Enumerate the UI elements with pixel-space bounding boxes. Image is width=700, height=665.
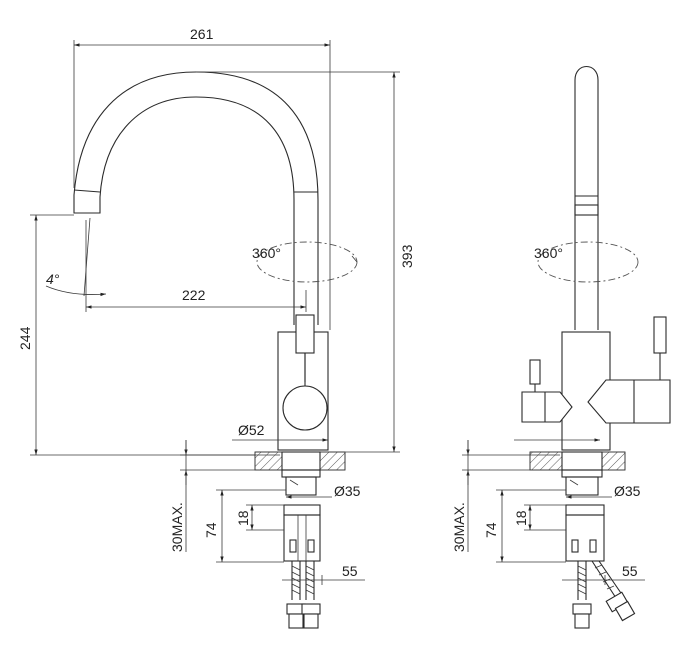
faucet-body (277, 314, 329, 451)
side-dim-hose-spacing: 55 (622, 563, 638, 579)
dim-height-total: 393 (399, 244, 415, 268)
side-body (521, 316, 671, 451)
side-dim-thread-length: 18 (513, 510, 529, 526)
dim-hose-spacing: 55 (342, 563, 358, 579)
dim-base-diameter: Ø52 (238, 422, 265, 438)
side-dim-thread-diameter: Ø35 (614, 483, 641, 499)
side-countertop (529, 451, 626, 471)
dim-reach: 222 (182, 287, 206, 303)
front-dimensions (30, 40, 400, 585)
side-rotation-ellipse (537, 241, 639, 283)
shank (281, 469, 321, 562)
side-dim-rotation: 360° (534, 245, 563, 261)
dim-width-top: 261 (190, 26, 214, 42)
dim-height-spout: 244 (17, 326, 33, 350)
dim-counter-max: 30MAX. (169, 502, 185, 552)
dim-rotation: 360° (252, 245, 281, 261)
hoses (286, 561, 321, 629)
front-view: 261 393 244 222 4° 360° Ø52 Ø35 30MAX. 7… (17, 26, 415, 629)
side-view: 360° Ø35 30MAX. 74 18 55 (451, 65, 671, 629)
dim-thread-length: 18 (235, 510, 251, 526)
side-shank (561, 469, 605, 562)
side-dimensions (462, 438, 645, 585)
dim-angle: 4° (46, 271, 60, 287)
dim-thread-diameter: Ø35 (334, 483, 361, 499)
side-hoses (572, 560, 636, 629)
side-dim-counter-max: 30MAX. (451, 502, 467, 552)
rotation-arrow (351, 255, 358, 263)
side-spout (574, 65, 599, 330)
dim-shank-length: 74 (203, 522, 219, 538)
side-dim-shank-length: 74 (483, 522, 499, 538)
